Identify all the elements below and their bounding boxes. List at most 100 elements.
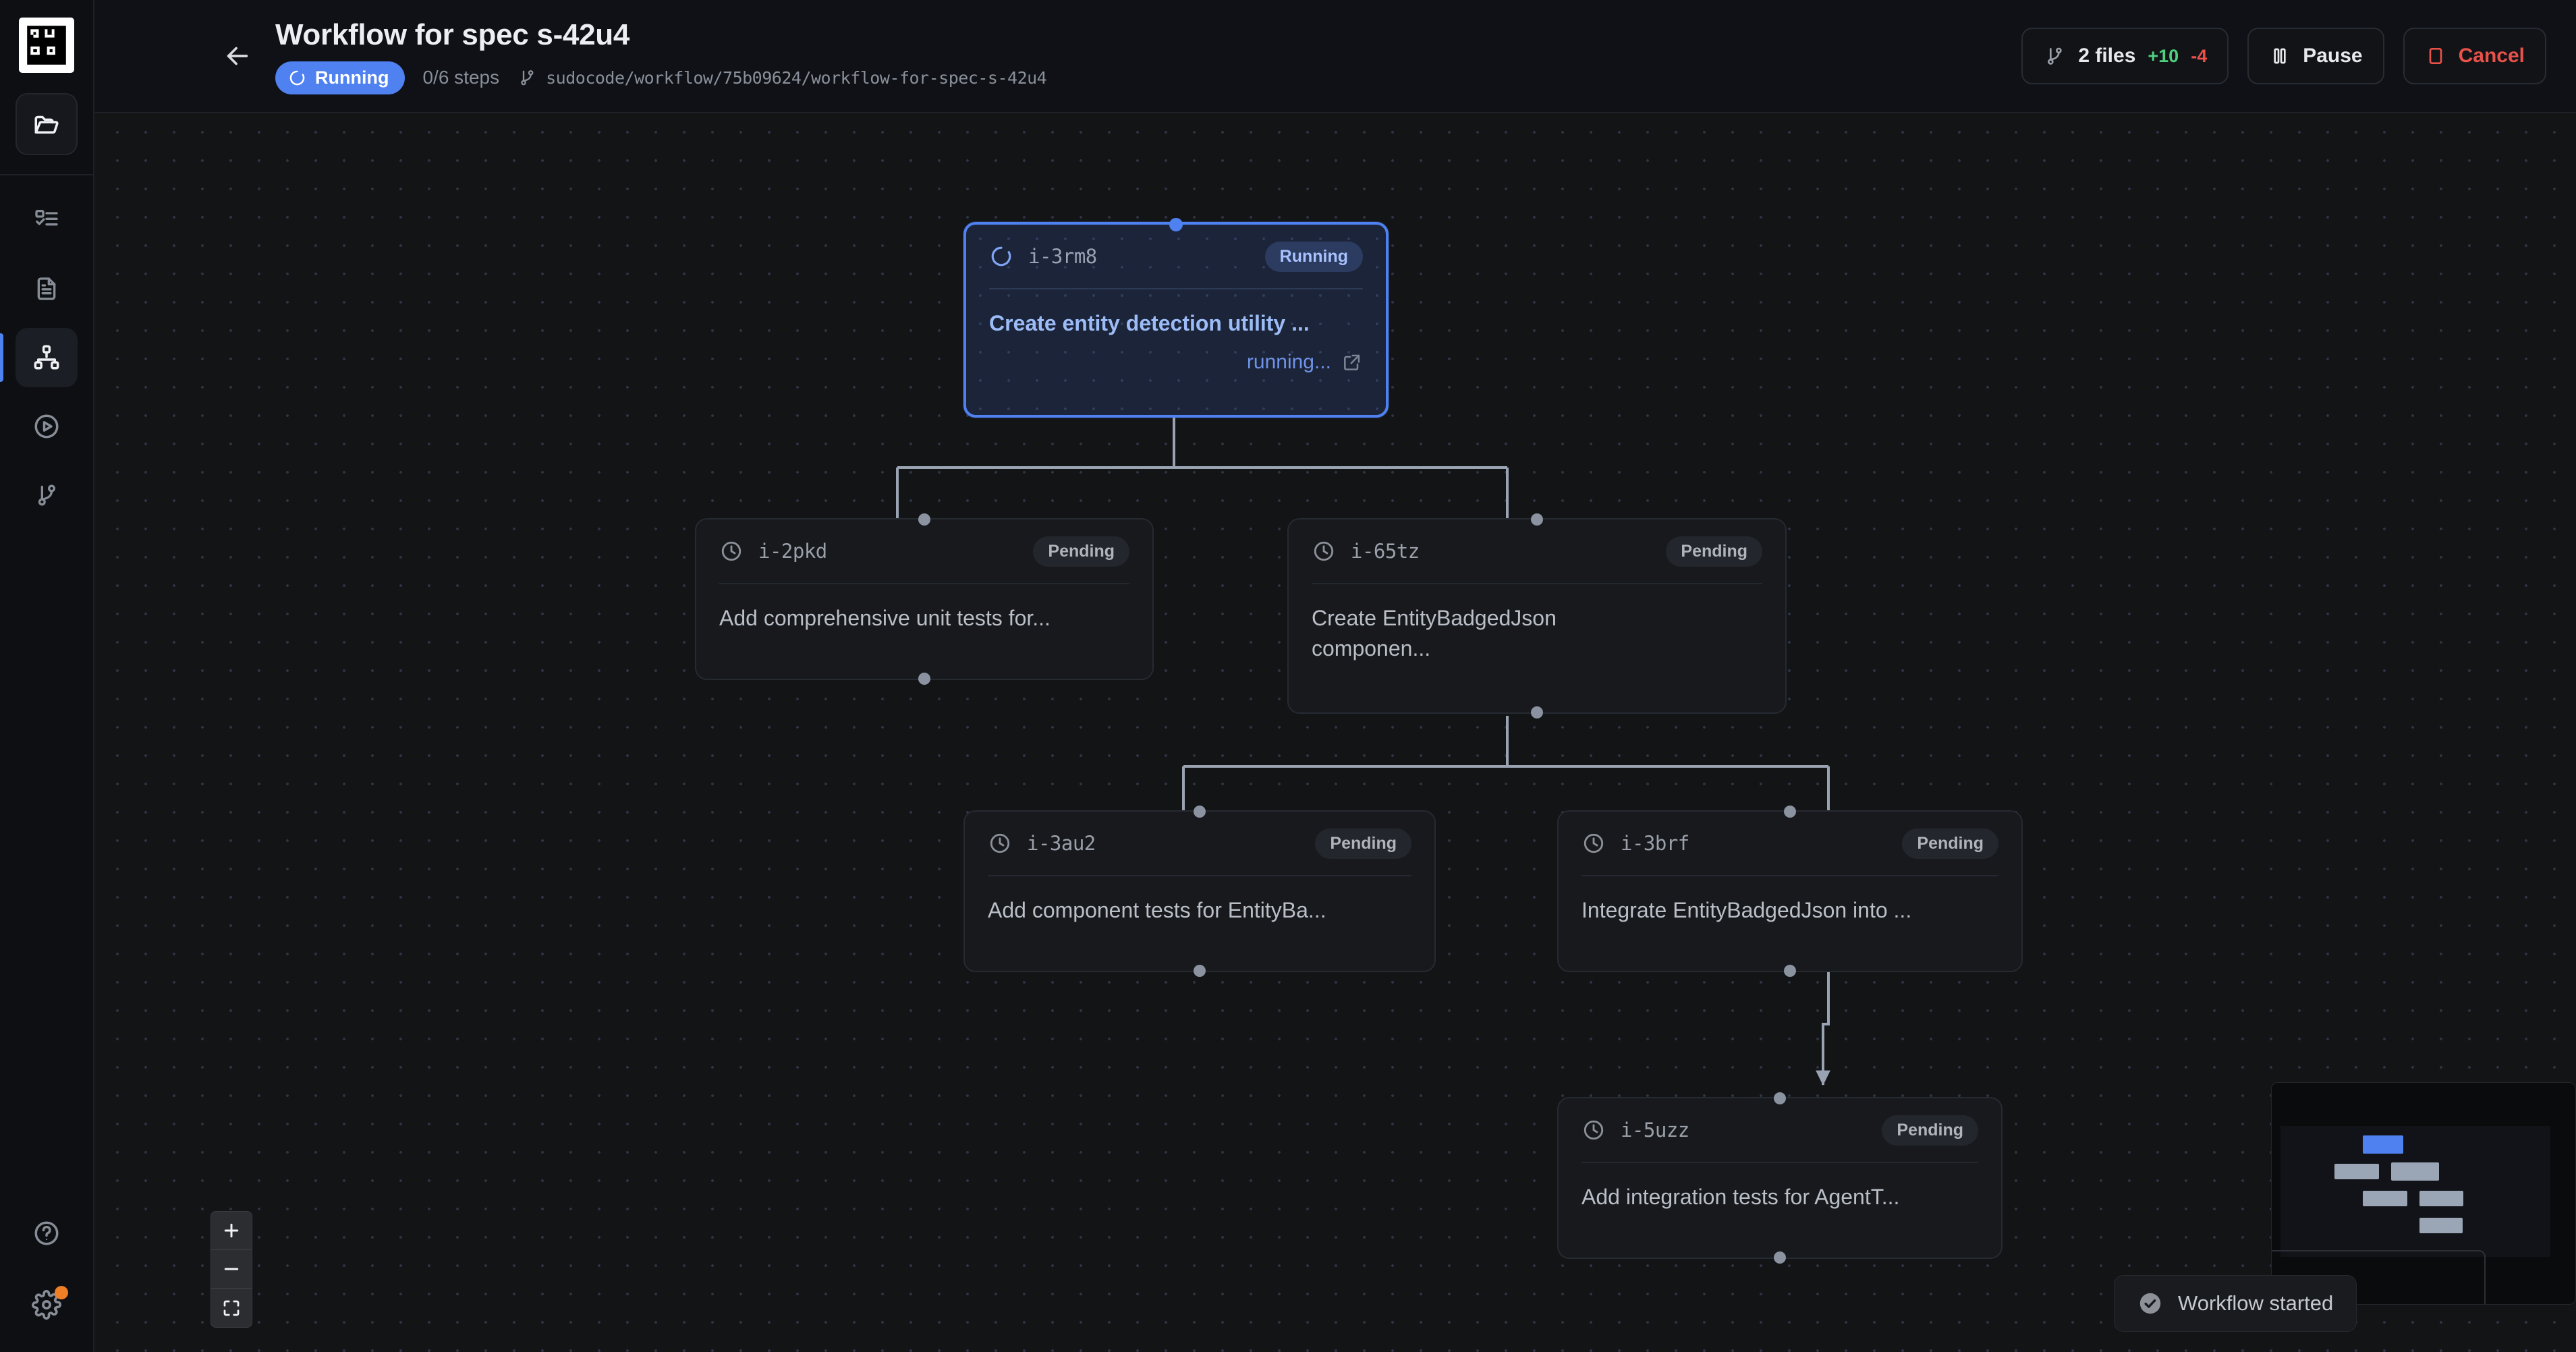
node-header: i-2pkd Pending (719, 519, 1129, 584)
node-header: i-65tz Pending (1312, 519, 1762, 584)
clock-icon (988, 831, 1012, 855)
fit-view-button[interactable] (211, 1289, 252, 1327)
diff-additions: +10 (2148, 45, 2179, 66)
settings-notification-badge (55, 1286, 68, 1299)
sidebar-divider (0, 174, 94, 175)
minimap-node (2419, 1191, 2463, 1206)
gear-icon (32, 1290, 61, 1320)
help-circle-icon (32, 1219, 61, 1247)
minimap-node (2391, 1162, 2439, 1181)
node-body: Integrate EntityBadgedJson into ... (1581, 876, 1998, 926)
node-body: Create entity detection utility ... runn… (989, 289, 1363, 374)
branch-path: sudocode/workflow/75b09624/workflow-for-… (517, 67, 1047, 88)
node-port-bottom (1774, 1251, 1786, 1264)
status-badge-label: Running (315, 67, 389, 88)
clock-icon (1581, 831, 1606, 855)
sidebar (0, 0, 94, 1352)
workflow-node[interactable]: i-2pkd Pending Add comprehensive unit te… (695, 513, 1154, 685)
node-body: Create EntityBadgedJson componen... (1312, 584, 1762, 665)
sidebar-item-branches[interactable] (16, 466, 78, 525)
node-status-badge: Pending (1882, 1115, 1978, 1146)
back-button[interactable] (208, 26, 267, 86)
pause-icon (2274, 48, 2286, 64)
git-branch-icon (521, 70, 534, 86)
node-port-top (1194, 806, 1206, 818)
node-port-top (918, 513, 930, 526)
list-checks-icon (33, 206, 60, 233)
node-status-badge: Pending (1666, 536, 1762, 567)
sidebar-item-runs[interactable] (16, 397, 78, 456)
clock-icon (1581, 1118, 1606, 1142)
external-link-icon (1344, 355, 1360, 371)
minimap-node (2363, 1191, 2407, 1206)
minimap-canvas (2280, 1126, 2550, 1257)
maximize-icon (223, 1300, 240, 1316)
branch-path-text: sudocode/workflow/75b09624/workflow-for-… (546, 67, 1047, 88)
workflow-canvas[interactable]: i-3rm8 Running Create entity detection u… (94, 113, 2576, 1352)
file-text-icon (33, 275, 60, 302)
minimap[interactable] (2271, 1082, 2576, 1305)
node-title: Create entity detection utility ... (989, 311, 1310, 335)
pause-label: Pause (2303, 45, 2363, 67)
workflow-node[interactable]: i-65tz Pending Create EntityBadgedJson c… (1287, 513, 1787, 719)
title-block: Workflow for spec s-42u4 Running 0/6 ste… (275, 18, 1047, 94)
node-body: Add component tests for EntityBa... (988, 876, 1411, 926)
plus-icon (224, 1223, 239, 1238)
clock-icon (719, 539, 744, 563)
sudo-logo-icon (19, 18, 74, 73)
workflow-node[interactable]: i-3au2 Pending Add component tests for E… (963, 806, 1436, 977)
sidebar-item-settings[interactable] (16, 1278, 78, 1332)
steps-counter: 0/6 steps (422, 67, 500, 88)
cancel-button[interactable]: Cancel (2403, 28, 2546, 84)
sidebar-item-help[interactable] (16, 1206, 78, 1260)
sidebar-item-workflows[interactable] (0, 328, 78, 387)
minimap-viewport[interactable] (2272, 1250, 2486, 1304)
node-port-top (1531, 513, 1543, 526)
arrow-left-icon (227, 47, 248, 65)
node-port-top (1169, 218, 1183, 231)
minimap-node (2419, 1218, 2463, 1233)
files-changed-label: 2 files (2078, 45, 2136, 67)
zoom-out-button[interactable] (211, 1250, 252, 1289)
play-circle-icon (32, 412, 61, 441)
sidebar-item-specs[interactable] (16, 259, 78, 318)
pause-button[interactable]: Pause (2247, 28, 2384, 84)
zoom-in-button[interactable] (211, 1212, 252, 1250)
node-port-bottom (918, 673, 930, 685)
toast-label: Workflow started (2178, 1291, 2334, 1315)
node-port-top (1774, 1092, 1786, 1104)
sidebar-item-tasks[interactable] (16, 190, 78, 250)
workflow-node[interactable]: i-3brf Pending Integrate EntityBadgedJso… (1557, 806, 2023, 977)
sidebar-item-projects[interactable] (16, 93, 78, 155)
node-title: Create EntityBadgedJson componen... (1312, 606, 1557, 661)
node-link-row[interactable]: running... (989, 351, 1363, 374)
cancel-label: Cancel (2458, 45, 2525, 67)
page-header: Workflow for spec s-42u4 Running 0/6 ste… (94, 0, 2576, 113)
node-status-badge: Pending (1033, 536, 1129, 567)
node-header: i-3brf Pending (1581, 812, 1998, 876)
node-title: Add component tests for EntityBa... (988, 898, 1326, 922)
node-body: Add comprehensive unit tests for... (719, 584, 1129, 633)
node-port-bottom (1531, 706, 1543, 719)
node-id: i-3au2 (1027, 832, 1096, 855)
node-status-badge: Pending (1315, 828, 1411, 859)
node-title: Add comprehensive unit tests for... (719, 606, 1051, 630)
node-port-top (1784, 806, 1796, 818)
node-port-bottom (1784, 965, 1796, 977)
node-header: i-3au2 Pending (988, 812, 1411, 876)
files-changed-button[interactable]: 2 files +10 -4 (2021, 28, 2229, 84)
node-header: i-3rm8 Running (989, 225, 1363, 289)
node-body: Add integration tests for AgentT... (1581, 1163, 1978, 1212)
workflow-node[interactable]: i-3rm8 Running Create entity detection u… (963, 218, 1389, 418)
node-port-bottom (1194, 965, 1206, 977)
node-id: i-3rm8 (1028, 245, 1097, 268)
status-badge: Running (275, 61, 405, 94)
workflow-node[interactable]: i-5uzz Pending Add integration tests for… (1557, 1092, 2003, 1264)
node-id: i-65tz (1351, 540, 1420, 563)
node-id: i-3brf (1621, 832, 1689, 855)
stop-square-icon (2429, 48, 2442, 64)
git-branch-icon (33, 482, 60, 509)
app-logo[interactable] (19, 18, 74, 73)
spinner-icon (989, 244, 1013, 269)
